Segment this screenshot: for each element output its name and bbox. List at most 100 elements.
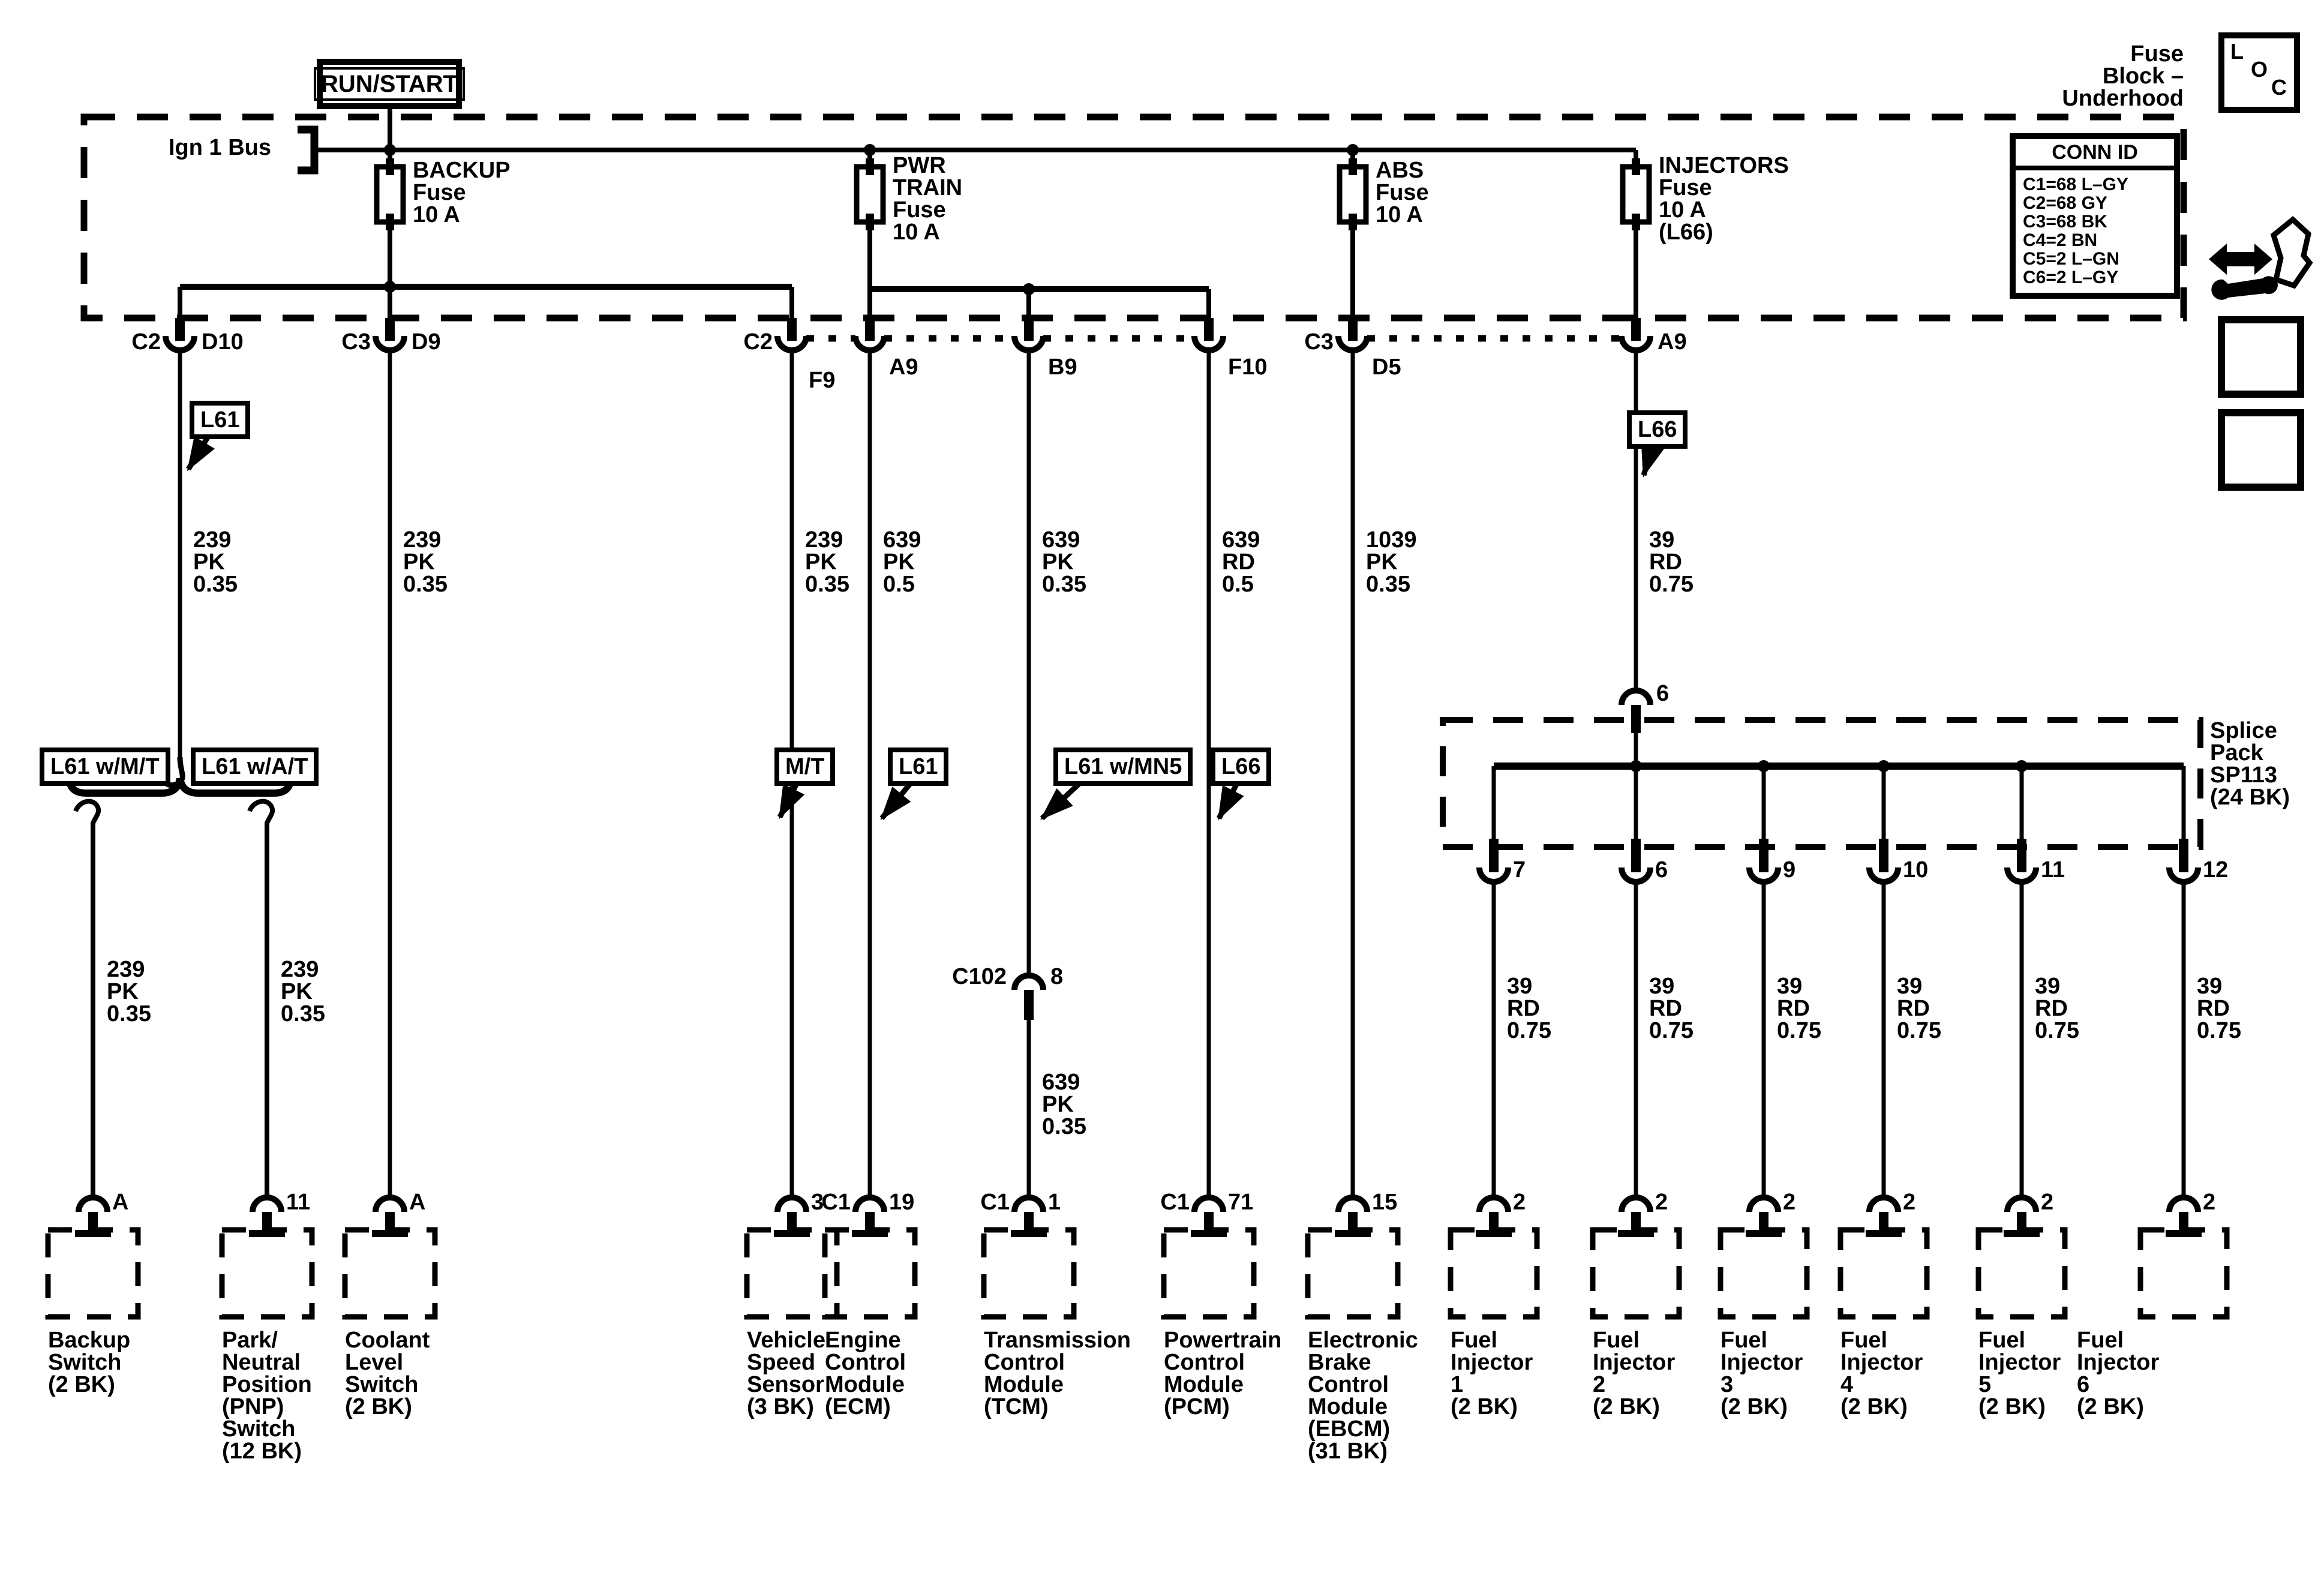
conn-label-c3-d9: C3 [341, 329, 371, 355]
wires [178, 109, 2186, 1197]
injector-3-pin: 2 [1783, 1190, 1796, 1215]
splice-out-pin-12: 12 [2203, 857, 2229, 882]
conn-label-c3-d5: C3 [1304, 329, 1334, 355]
loc-letter-o: O [2251, 57, 2268, 82]
coolant-switch-pin: A [409, 1190, 426, 1215]
splice-pack-dashed-box [1440, 717, 2203, 850]
pin-label-d5: D5 [1372, 355, 1401, 380]
callout-l66-upper: L66 [1627, 410, 1688, 449]
ebcm-pin: 15 [1372, 1190, 1398, 1215]
next-page-button[interactable] [2218, 316, 2304, 398]
tcm-conn: C1 [980, 1190, 1010, 1215]
backup-switch-pin: A [112, 1190, 129, 1215]
tcm-pin: 1 [1048, 1190, 1061, 1215]
run-start-box: RUN/START [313, 59, 466, 109]
conn-label-c2-f9: C2 [743, 329, 773, 355]
ignition-position-label: RUN/START [313, 67, 466, 101]
wrench-direction-icon [2209, 216, 2313, 300]
junction-dots [384, 144, 2028, 772]
pin-label-f9: F9 [809, 368, 836, 393]
injector-4-pin: 2 [1903, 1190, 1916, 1215]
injector-6-pin: 2 [2203, 1190, 2216, 1215]
splice-terminals [1476, 688, 2201, 885]
pin-label-a9: A9 [889, 355, 918, 380]
callout-l61-w-mt: L61 w/M/T [40, 748, 170, 786]
callout-mt: M/T [774, 748, 836, 786]
injector-2-pin: 2 [1655, 1190, 1668, 1215]
pin-label-a9-injectors: A9 [1658, 329, 1687, 355]
pcm-conn: C1 [1160, 1190, 1190, 1215]
callout-l61-upper: L61 [190, 401, 251, 439]
injector-1-pin: 2 [1513, 1190, 1526, 1215]
splice-input-pin-label: 6 [1656, 681, 1670, 706]
pin-label-d9: D9 [412, 329, 441, 355]
fuse-block-terminals [163, 318, 1653, 353]
pin-label-d10: D10 [202, 329, 244, 355]
splice-out-pin-10: 10 [1903, 857, 1929, 882]
vss-pin: 3 [811, 1190, 824, 1215]
c102-connector-symbol [1011, 972, 1046, 1020]
splice-out-pin-6: 6 [1655, 857, 1668, 882]
loc-button[interactable]: L O C [2218, 32, 2300, 113]
callout-l61-w-at: L61 w/A/T [191, 748, 319, 786]
loc-letter-c: C [2271, 75, 2287, 100]
loc-letter-l: L [2230, 39, 2244, 64]
mt-at-breakout [65, 757, 295, 1197]
pin-label-b9: B9 [1048, 355, 1077, 380]
fuse-block-dashed-box [80, 113, 2187, 322]
pnp-switch-pin: 11 [286, 1190, 311, 1215]
run-start-box-inner: RUN/START [313, 65, 466, 103]
ecm-conn: C1 [821, 1190, 851, 1215]
previous-page-button[interactable] [2218, 409, 2304, 491]
component-dashed-boxes [45, 1227, 2230, 1320]
ecm-pin: 19 [889, 1190, 915, 1215]
component-pin-symbols [75, 1194, 2202, 1237]
c102-label: C102 [952, 964, 1007, 989]
splice-out-pin-11: 11 [2041, 857, 2065, 882]
conn-id-title: CONN ID [2016, 139, 2174, 170]
splice-out-pin-9: 9 [1783, 857, 1796, 882]
callout-l61: L61 [888, 748, 949, 786]
pin-label-f10: F10 [1228, 355, 1268, 380]
